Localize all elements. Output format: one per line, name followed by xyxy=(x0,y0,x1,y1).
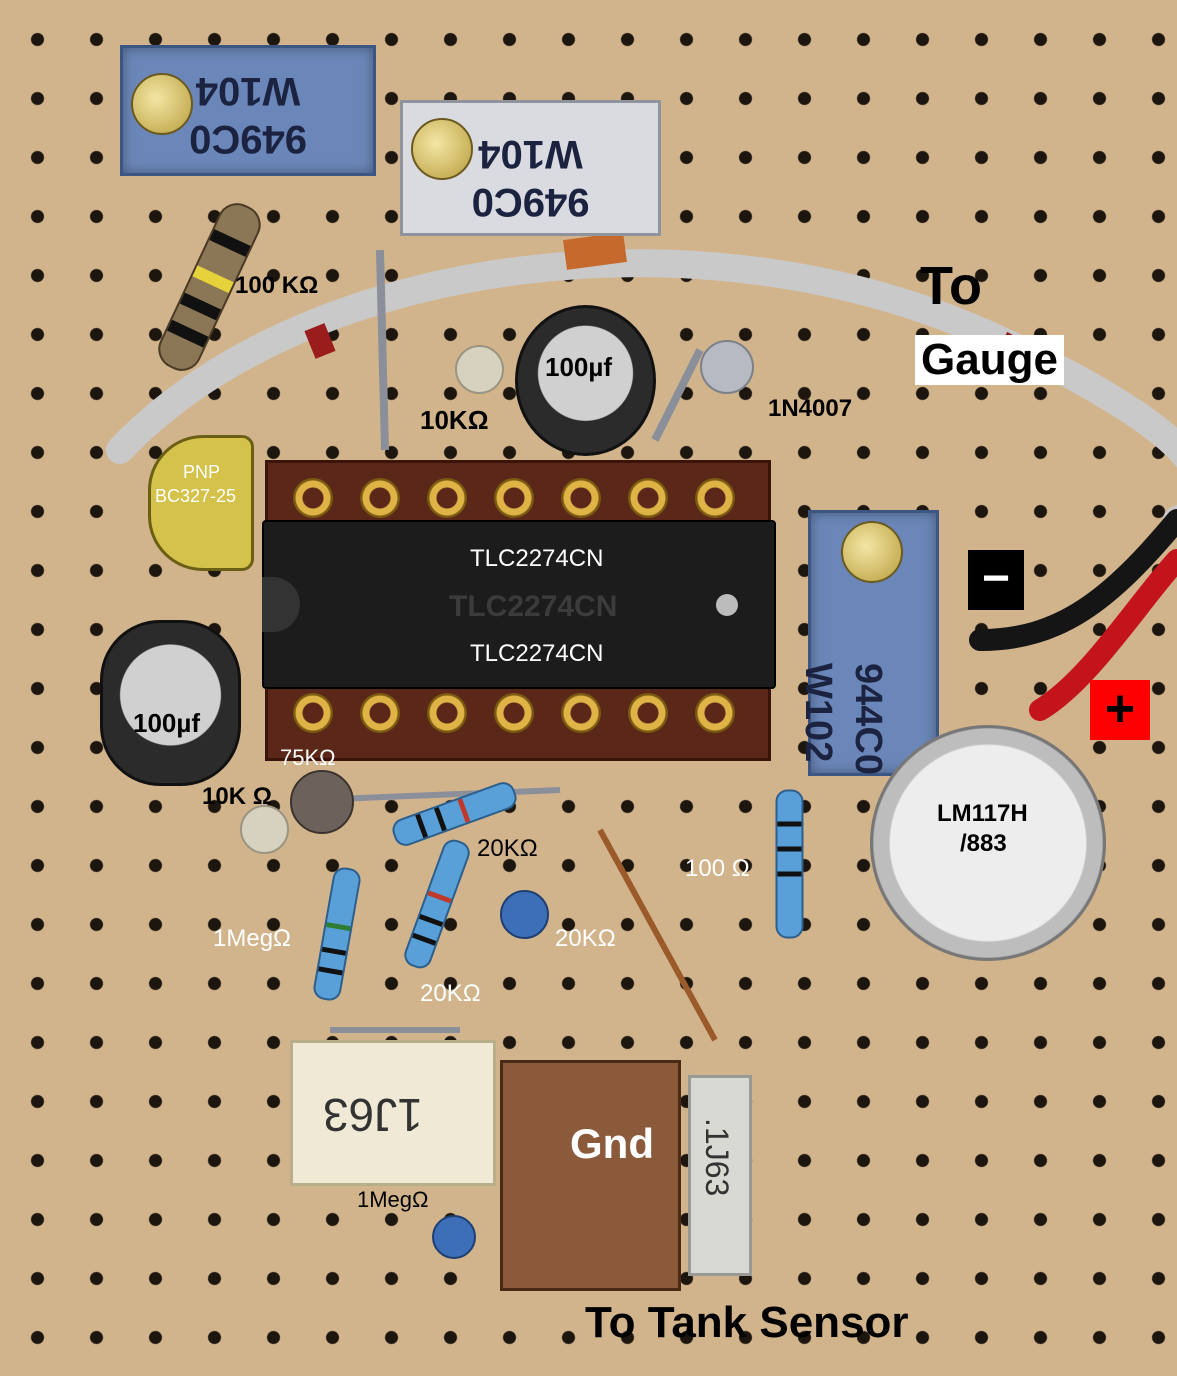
band xyxy=(209,229,251,257)
diode-body xyxy=(700,340,754,394)
label-minus: − xyxy=(968,550,1024,610)
film-capacitor-1: 1J63 xyxy=(290,1040,496,1186)
label-cap-top: 100µf xyxy=(545,352,613,382)
socket-pin xyxy=(695,693,735,733)
band xyxy=(318,966,343,976)
chip-pin1-dot xyxy=(716,594,738,616)
band xyxy=(167,319,209,348)
trimmer-pot-2: W104 949C0 xyxy=(400,100,661,236)
band xyxy=(321,946,347,956)
pnp-transistor xyxy=(148,435,254,571)
band xyxy=(777,871,802,877)
band xyxy=(326,922,351,932)
pot3-marking-2: 944C0 xyxy=(847,663,889,775)
label-pnp: PNP xyxy=(183,462,221,482)
voltage-regulator-can xyxy=(870,725,1106,961)
disc-capacitor-10k xyxy=(240,805,289,854)
pot1-marking-1: W104 xyxy=(195,69,301,113)
socket-pin xyxy=(628,693,668,733)
socket-pin xyxy=(427,693,467,733)
socket-pin xyxy=(293,478,333,518)
electrolytic-capacitor-left xyxy=(100,620,241,786)
resistor-100-ohm xyxy=(775,789,804,939)
disc-capacitor-top xyxy=(455,345,504,394)
label-1meg-a: 1MegΩ xyxy=(213,925,291,952)
band xyxy=(412,932,437,946)
label-lm117h: LM117H xyxy=(937,800,1028,827)
chip-marking: TLC2274CN xyxy=(449,590,618,623)
band xyxy=(777,846,802,852)
trimmer-pot-3: W102 944C0 xyxy=(797,510,939,776)
label-plus: + xyxy=(1090,680,1150,740)
socket-pin xyxy=(427,478,467,518)
label-1n4007: 1N4007 xyxy=(768,395,853,422)
socket-pin xyxy=(360,478,400,518)
label-ic-top: TLC2274CN xyxy=(470,545,604,572)
label-1meg-b: 1MegΩ xyxy=(357,1187,429,1212)
film-cap-1-marking: 1J63 xyxy=(323,1089,423,1141)
disc-capacitor-20k xyxy=(500,890,549,939)
socket-pin xyxy=(561,693,601,733)
label-gauge: Gauge xyxy=(915,335,1064,385)
electrolytic-capacitor-top xyxy=(515,305,656,456)
band xyxy=(418,913,444,927)
label-20k-c: 20KΩ xyxy=(420,980,481,1007)
band xyxy=(427,890,452,904)
pot1-marking-2: 949C0 xyxy=(189,117,307,161)
pot3-marking-1: W102 xyxy=(797,663,839,763)
pot2-marking-1: W104 xyxy=(478,132,583,176)
band xyxy=(777,821,802,827)
film-cap-2-marking: .1J63 xyxy=(699,1118,735,1197)
band xyxy=(457,798,471,823)
band xyxy=(192,265,234,294)
label-20k-b: 20KΩ xyxy=(555,925,616,952)
band xyxy=(179,292,222,321)
pot2-marking-2: 949C0 xyxy=(471,180,590,224)
label-to-tank-sensor: To Tank Sensor xyxy=(585,1298,909,1347)
socket-pin xyxy=(695,478,735,518)
disc-capacitor-1meg xyxy=(432,1215,476,1259)
ic-chip: TLC2274CN xyxy=(262,520,776,689)
film-capacitor-2: .1J63 xyxy=(688,1075,752,1276)
label-10k-top: 10KΩ xyxy=(420,405,489,435)
socket-pin xyxy=(494,478,534,518)
band xyxy=(415,813,429,839)
label-100-ohm: 100 Ω xyxy=(685,855,750,882)
socket-pin xyxy=(293,693,333,733)
ground-connector xyxy=(500,1060,681,1291)
socket-pin xyxy=(561,478,601,518)
label-20k-a: 20KΩ xyxy=(477,835,538,862)
transistor-75k xyxy=(290,770,354,834)
label-100k: 100 KΩ xyxy=(235,272,319,299)
label-gnd: Gnd xyxy=(570,1120,654,1167)
band xyxy=(433,806,447,832)
trimmer-pot-1: W104 949C0 xyxy=(120,45,376,176)
label-to: To xyxy=(920,256,982,316)
socket-pin xyxy=(628,478,668,518)
label-883: /883 xyxy=(960,830,1007,857)
pot-screw-icon xyxy=(131,73,193,135)
pot-screw-icon xyxy=(411,118,473,180)
socket-pin xyxy=(360,693,400,733)
pot-screw-icon xyxy=(841,521,903,583)
label-bc327: BC327-25 xyxy=(155,486,237,506)
chip-notch xyxy=(262,577,300,632)
label-10k-left: 10K Ω xyxy=(202,783,272,810)
label-75k: 75KΩ xyxy=(280,745,336,770)
label-cap-left: 100µf xyxy=(133,708,201,738)
label-ic-bottom: TLC2274CN xyxy=(470,640,604,667)
socket-pin xyxy=(494,693,534,733)
